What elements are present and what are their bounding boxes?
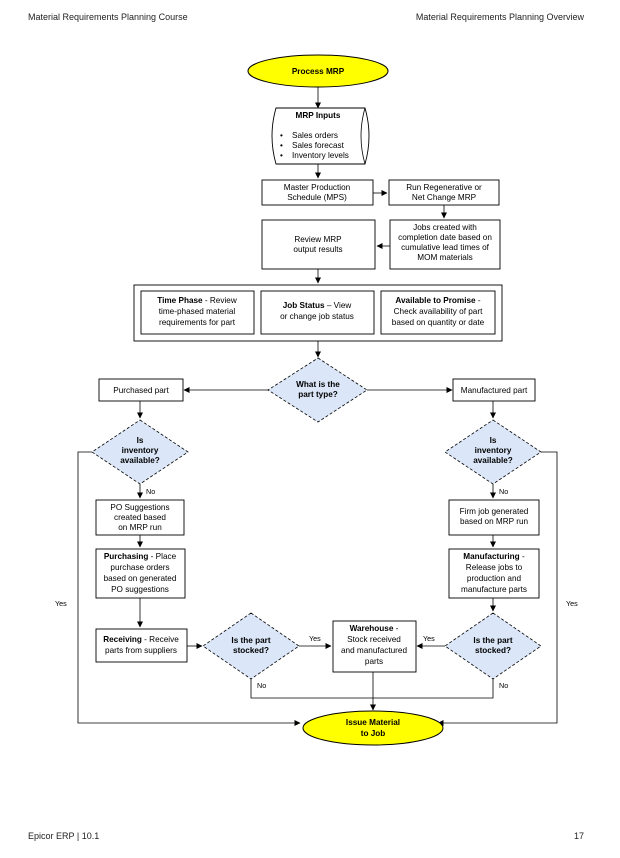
manufactured-part-label: Manufactured part <box>461 386 528 395</box>
po-suggestions-box: PO Suggestions created based on MRP run <box>95 499 185 536</box>
stocked-right-line-1: Is the part <box>473 636 512 645</box>
job-status-line-1: or change job status <box>280 312 354 321</box>
no-label-left-inventory: No <box>146 487 155 496</box>
inv-left-line-1: Is <box>137 436 144 445</box>
manufacturing-line-3: manufacture parts <box>461 585 527 594</box>
purchasing-heading: Purchasing - Place <box>104 552 177 561</box>
yes-label-right: Yes <box>566 599 578 608</box>
warehouse-line-3: parts <box>365 657 383 666</box>
receiving-heading: Receiving - Receive <box>103 635 179 644</box>
atp-line-2: based on quantity or date <box>392 318 485 327</box>
firm-job-line-2: based on MRP run <box>460 517 529 526</box>
no-label-right-inventory: No <box>499 487 508 496</box>
input-sales-orders: Sales orders <box>292 131 338 140</box>
inv-right-line-2: inventory <box>475 446 512 455</box>
warehouse-line-1: Stock received <box>347 635 401 644</box>
mrp-inputs-title: MRP Inputs <box>296 111 341 120</box>
run-regenerative-box: Run Regenerative or Net Change MRP <box>388 179 500 206</box>
header-right: Material Requirements Planning Overview <box>415 12 584 22</box>
no-label-stocked-right: No <box>499 681 508 690</box>
mps-box: Master Production Schedule (MPS) <box>261 179 374 206</box>
inventory-available-right: Is inventory available? <box>444 419 542 485</box>
stocked-right-line-2: stocked? <box>475 646 511 655</box>
warehouse-heading: Warehouse - <box>350 624 399 633</box>
mps-line-1: Master Production <box>284 183 351 192</box>
part-type-decision: What is the part type? <box>267 357 368 423</box>
svg-text:•: • <box>280 151 283 160</box>
mps-line-2: Schedule (MPS) <box>287 193 347 202</box>
run-regen-line-2: Net Change MRP <box>412 193 477 202</box>
input-sales-forecast: Sales forecast <box>292 141 345 150</box>
issue-material-terminator: Issue Material to Job <box>302 710 444 746</box>
inv-right-line-3: available? <box>473 456 513 465</box>
purchasing-box: Purchasing - Place purchase orders based… <box>95 548 186 599</box>
purchasing-line-3: PO suggestions <box>111 585 169 594</box>
manufactured-part-box: Manufactured part <box>452 378 536 402</box>
jobs-created-line-4: MOM materials <box>417 253 473 262</box>
connectors <box>77 87 558 726</box>
process-mrp-label: Process MRP <box>292 67 345 76</box>
firm-job-line-1: Firm job generated <box>460 507 529 516</box>
time-phase-line-1: time-phased material <box>159 307 236 316</box>
part-type-line-1: What is the <box>296 380 340 389</box>
yes-label-stocked-left: Yes <box>309 634 321 643</box>
receiving-line-1: parts from suppliers <box>105 646 177 655</box>
issue-line-1: Issue Material <box>346 718 400 727</box>
review-line-1: Review MRP <box>294 235 342 244</box>
part-type-line-2: part type? <box>298 390 338 399</box>
issue-line-2: to Job <box>361 729 386 738</box>
time-phase-heading: Time Phase - Review <box>157 296 237 305</box>
warehouse-box: Warehouse - Stock received and manufactu… <box>332 620 417 673</box>
po-suggest-line-3: on MRP run <box>118 523 162 532</box>
page-number: 17 <box>573 831 584 841</box>
yes-label-left: Yes <box>55 599 67 608</box>
inv-left-line-3: available? <box>120 456 160 465</box>
part-stocked-left: Is the part stocked? <box>202 612 300 680</box>
purchased-part-label: Purchased part <box>113 386 169 395</box>
footer-left: Epicor ERP | 10.1 <box>28 831 100 841</box>
atp-line-1: Check availability of part <box>394 307 483 316</box>
manufacturing-heading: Manufacturing - <box>463 552 525 561</box>
job-status-heading: Job Status – View <box>283 301 352 310</box>
jobs-created-box: Jobs created with completion date based … <box>389 219 501 270</box>
inventory-available-left: Is inventory available? <box>91 419 189 485</box>
process-mrp-terminator: Process MRP <box>247 54 389 88</box>
header-left: Material Requirements Planning Course <box>28 12 188 22</box>
yes-label-stocked-right: Yes <box>423 634 435 643</box>
no-label-stocked-left: No <box>257 681 266 690</box>
time-phase-line-2: requirements for part <box>159 318 236 327</box>
inv-left-line-2: inventory <box>122 446 159 455</box>
po-suggest-line-2: created based <box>114 513 166 522</box>
purchasing-line-1: purchase orders <box>110 563 169 572</box>
purchasing-line-2: based on generated <box>104 574 177 583</box>
review-line-2: output results <box>293 245 342 254</box>
warehouse-line-2: and manufactured <box>341 646 407 655</box>
manufacturing-line-2: production and <box>467 574 522 583</box>
inv-right-line-1: Is <box>490 436 497 445</box>
mrp-tools-container: Time Phase - Review time-phased material… <box>133 284 503 342</box>
mrp-inputs-box: MRP Inputs • Sales orders • Sales forecast… <box>271 107 370 165</box>
receiving-box: Receiving - Receive parts from suppliers <box>95 628 188 663</box>
stocked-left-line-2: stocked? <box>233 646 269 655</box>
po-suggest-line-1: PO Suggestions <box>110 503 169 512</box>
stocked-left-line-1: Is the part <box>231 636 270 645</box>
atp-heading: Available to Promise - <box>395 296 481 305</box>
jobs-created-line-1: Jobs created with <box>413 223 477 232</box>
run-regen-line-1: Run Regenerative or <box>406 183 482 192</box>
jobs-created-line-2: completion date based on <box>398 233 492 242</box>
firm-job-box: Firm job generated based on MRP run <box>448 499 540 536</box>
input-inventory-levels: Inventory levels <box>292 151 349 160</box>
part-stocked-right: Is the part stocked? <box>444 612 542 680</box>
manufacturing-box: Manufacturing - Release jobs to producti… <box>448 548 540 599</box>
svg-text:•: • <box>280 141 283 150</box>
svg-text:•: • <box>280 131 283 140</box>
review-mrp-box: Review MRP output results <box>261 219 376 270</box>
purchased-part-box: Purchased part <box>98 378 184 402</box>
jobs-created-line-3: cumulative lead times of <box>401 243 490 252</box>
manufacturing-line-1: Release jobs to <box>466 563 523 572</box>
